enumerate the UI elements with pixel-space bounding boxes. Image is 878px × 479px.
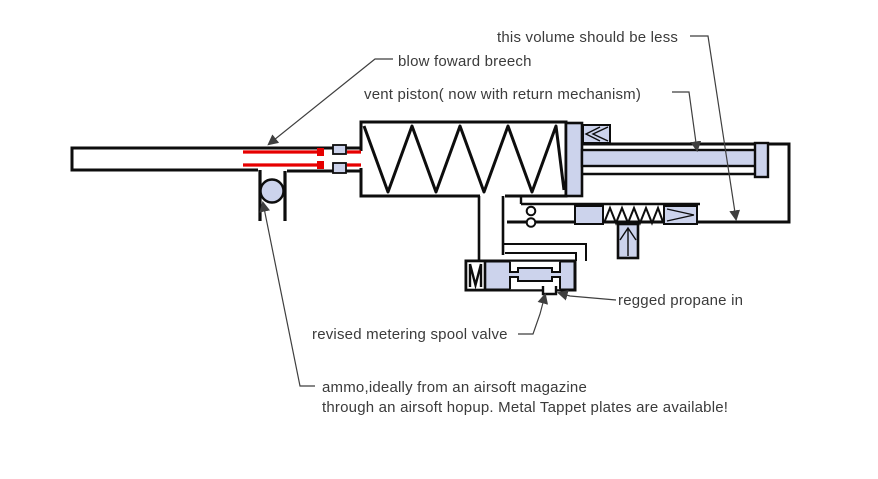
breech-seal-bottom [332, 162, 347, 174]
piston-head [564, 121, 584, 198]
rod-end-cap [753, 141, 770, 179]
label-ammo-line2: through an airsoft hopup. Metal Tappet p… [322, 399, 729, 416]
label-blow-forward-breech: blow foward breech [398, 53, 532, 70]
leader-vent-piston [672, 91, 702, 153]
leader-blow-forward-breech [267, 58, 393, 146]
leader-ammo [259, 200, 315, 387]
vent-piston-assembly [507, 121, 791, 224]
barrel-tube [70, 146, 361, 173]
housing [507, 142, 791, 224]
valve-stem-oring-1 [525, 205, 537, 217]
label-this-volume: this volume should be less [497, 29, 679, 46]
leader-regged-propane [556, 290, 617, 301]
bb-round [259, 178, 285, 204]
breech-seal-top [332, 144, 347, 155]
gas-channel [477, 196, 587, 261]
return-spring-band [519, 196, 700, 260]
label-ammo-note: ammo,ideally from an airsoft magazine th… [322, 378, 728, 418]
feed-channel [258, 170, 287, 221]
spring-guide-block [574, 205, 604, 225]
breech-bore [243, 144, 361, 174]
leader-this-volume [690, 35, 741, 222]
piston-rod [580, 148, 759, 168]
return-spring [603, 205, 664, 226]
label-ammo-line1: ammo,ideally from an airsoft magazine [322, 379, 588, 396]
leader-spool-valve [518, 292, 549, 335]
main-spring [362, 124, 566, 194]
label-spool-valve: revised metering spool valve [312, 326, 508, 343]
valve-stem-oring-2 [525, 217, 537, 228]
leader-lines [259, 35, 741, 387]
label-vent-piston: vent piston( now with return mechanism) [364, 86, 642, 103]
spring-chamber [359, 120, 568, 198]
spool-groove-top [509, 261, 561, 273]
spool-valve [464, 259, 577, 296]
label-regged-propane: regged propane in [618, 292, 744, 309]
propane-inlet-port [541, 286, 558, 296]
